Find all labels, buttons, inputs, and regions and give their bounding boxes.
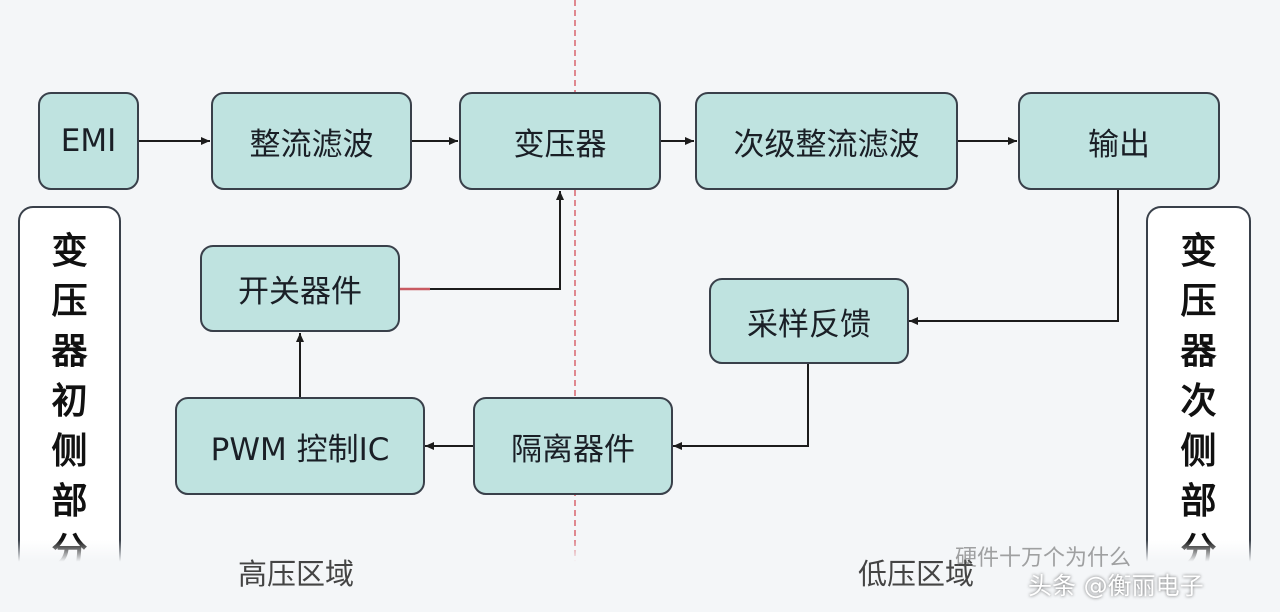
secondary-rectifier-filter-label: 次级整流滤波: [733, 126, 920, 163]
bottom-fade: [0, 540, 1280, 612]
arrow-switch-to-transformer: [430, 191, 564, 290]
switch-device-label: 开关器件: [238, 274, 362, 310]
secondary-rectifier-filter-block: 次级整流滤波: [695, 92, 958, 190]
isolation-device-block: 隔离器件: [473, 397, 673, 495]
rectifier-filter-label: 整流滤波: [249, 126, 374, 163]
output-label: 输出: [1088, 126, 1150, 163]
pwm-control-ic-block: PWM 控制IC: [175, 397, 425, 495]
emi-label: EMI: [60, 123, 117, 159]
emi-block: EMI: [38, 92, 139, 190]
high-voltage-zone-label: 高压区域: [238, 557, 355, 591]
footer-attribution: 头条 @衡丽电子: [1028, 572, 1204, 600]
isolation-device-label: 隔离器件: [511, 431, 635, 468]
pwm-control-ic-label: PWM 控制IC: [210, 431, 390, 468]
switch-device-block: 开关器件: [200, 245, 400, 332]
output-block: 输出: [1018, 92, 1220, 190]
sampling-feedback-block: 采样反馈: [709, 278, 909, 364]
primary-side-label: 变压器初侧部分: [51, 230, 88, 572]
rectifier-filter-block: 整流滤波: [211, 92, 412, 190]
secondary-side-label: 变压器次侧部分: [1180, 230, 1217, 572]
watermark-text: 硬件十万个为什么: [955, 546, 1132, 571]
transformer-block: 变压器: [459, 92, 661, 190]
arrow-sampling-to-isolation: [673, 364, 809, 450]
primary-side-panel: 变压器初侧部分: [18, 206, 121, 588]
low-voltage-zone-label: 低压区域: [858, 557, 975, 591]
transformer-label: 变压器: [513, 126, 607, 163]
secondary-side-panel: 变压器次侧部分: [1146, 206, 1251, 588]
arrow-output-to-sampling: [909, 190, 1119, 325]
sampling-feedback-label: 采样反馈: [747, 306, 871, 343]
